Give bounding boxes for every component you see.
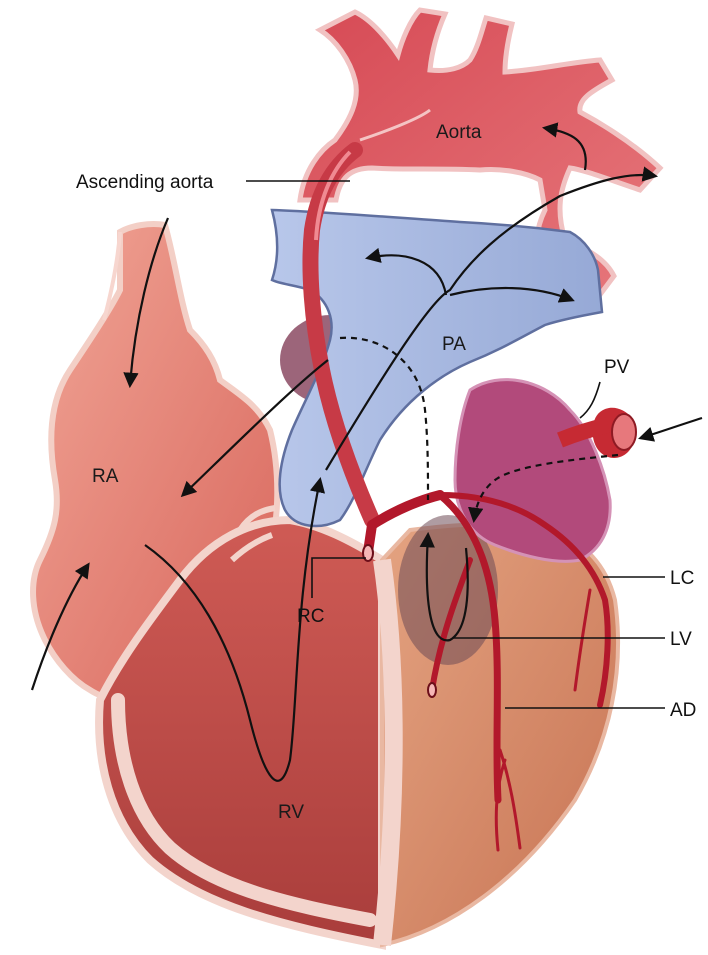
flow-arrow-la-dashed — [467, 453, 619, 524]
flow-arrow-ivc-inflow — [30, 562, 90, 691]
pulmonary-vein — [557, 407, 637, 458]
ascending-aorta-vessel — [302, 142, 380, 528]
flow-arrow-ra-return — [180, 359, 329, 498]
flow-arrow-right-heart-loop — [144, 476, 326, 782]
aortic-arch — [297, 7, 664, 304]
label-pv: PV — [604, 357, 630, 378]
label-ad: AD — [670, 700, 696, 721]
label-lc: LC — [670, 568, 694, 589]
right-ventricle — [95, 515, 386, 950]
flow-arrow-pa-left-branch — [364, 247, 448, 296]
label-lv: LV — [670, 629, 692, 650]
flow-arrow-pv-inflow — [638, 416, 703, 442]
flow-arrow-pa-right-branch — [449, 286, 575, 303]
label-rc: RC — [297, 606, 324, 627]
label-rv: RV — [278, 802, 304, 823]
label-ra: RA — [92, 466, 119, 487]
flow-arrow-pa-main — [325, 166, 659, 471]
coronary-arteries — [363, 490, 611, 852]
label-ascending-aorta: Ascending aorta — [76, 172, 214, 193]
right-coronary-ostium — [362, 544, 374, 562]
blood-flow-arrows — [30, 122, 703, 782]
leader-lines — [246, 180, 665, 709]
coronary-branch-ostium — [427, 682, 437, 698]
label-pa: PA — [442, 334, 466, 355]
flow-arrow-ductal-dashed — [339, 336, 430, 501]
flow-arrow-aorta-up — [541, 122, 587, 171]
flow-arrow-svc-inflow — [123, 217, 170, 389]
label-aorta: Aorta — [436, 122, 482, 143]
flow-arrow-lv-loop — [419, 531, 469, 642]
